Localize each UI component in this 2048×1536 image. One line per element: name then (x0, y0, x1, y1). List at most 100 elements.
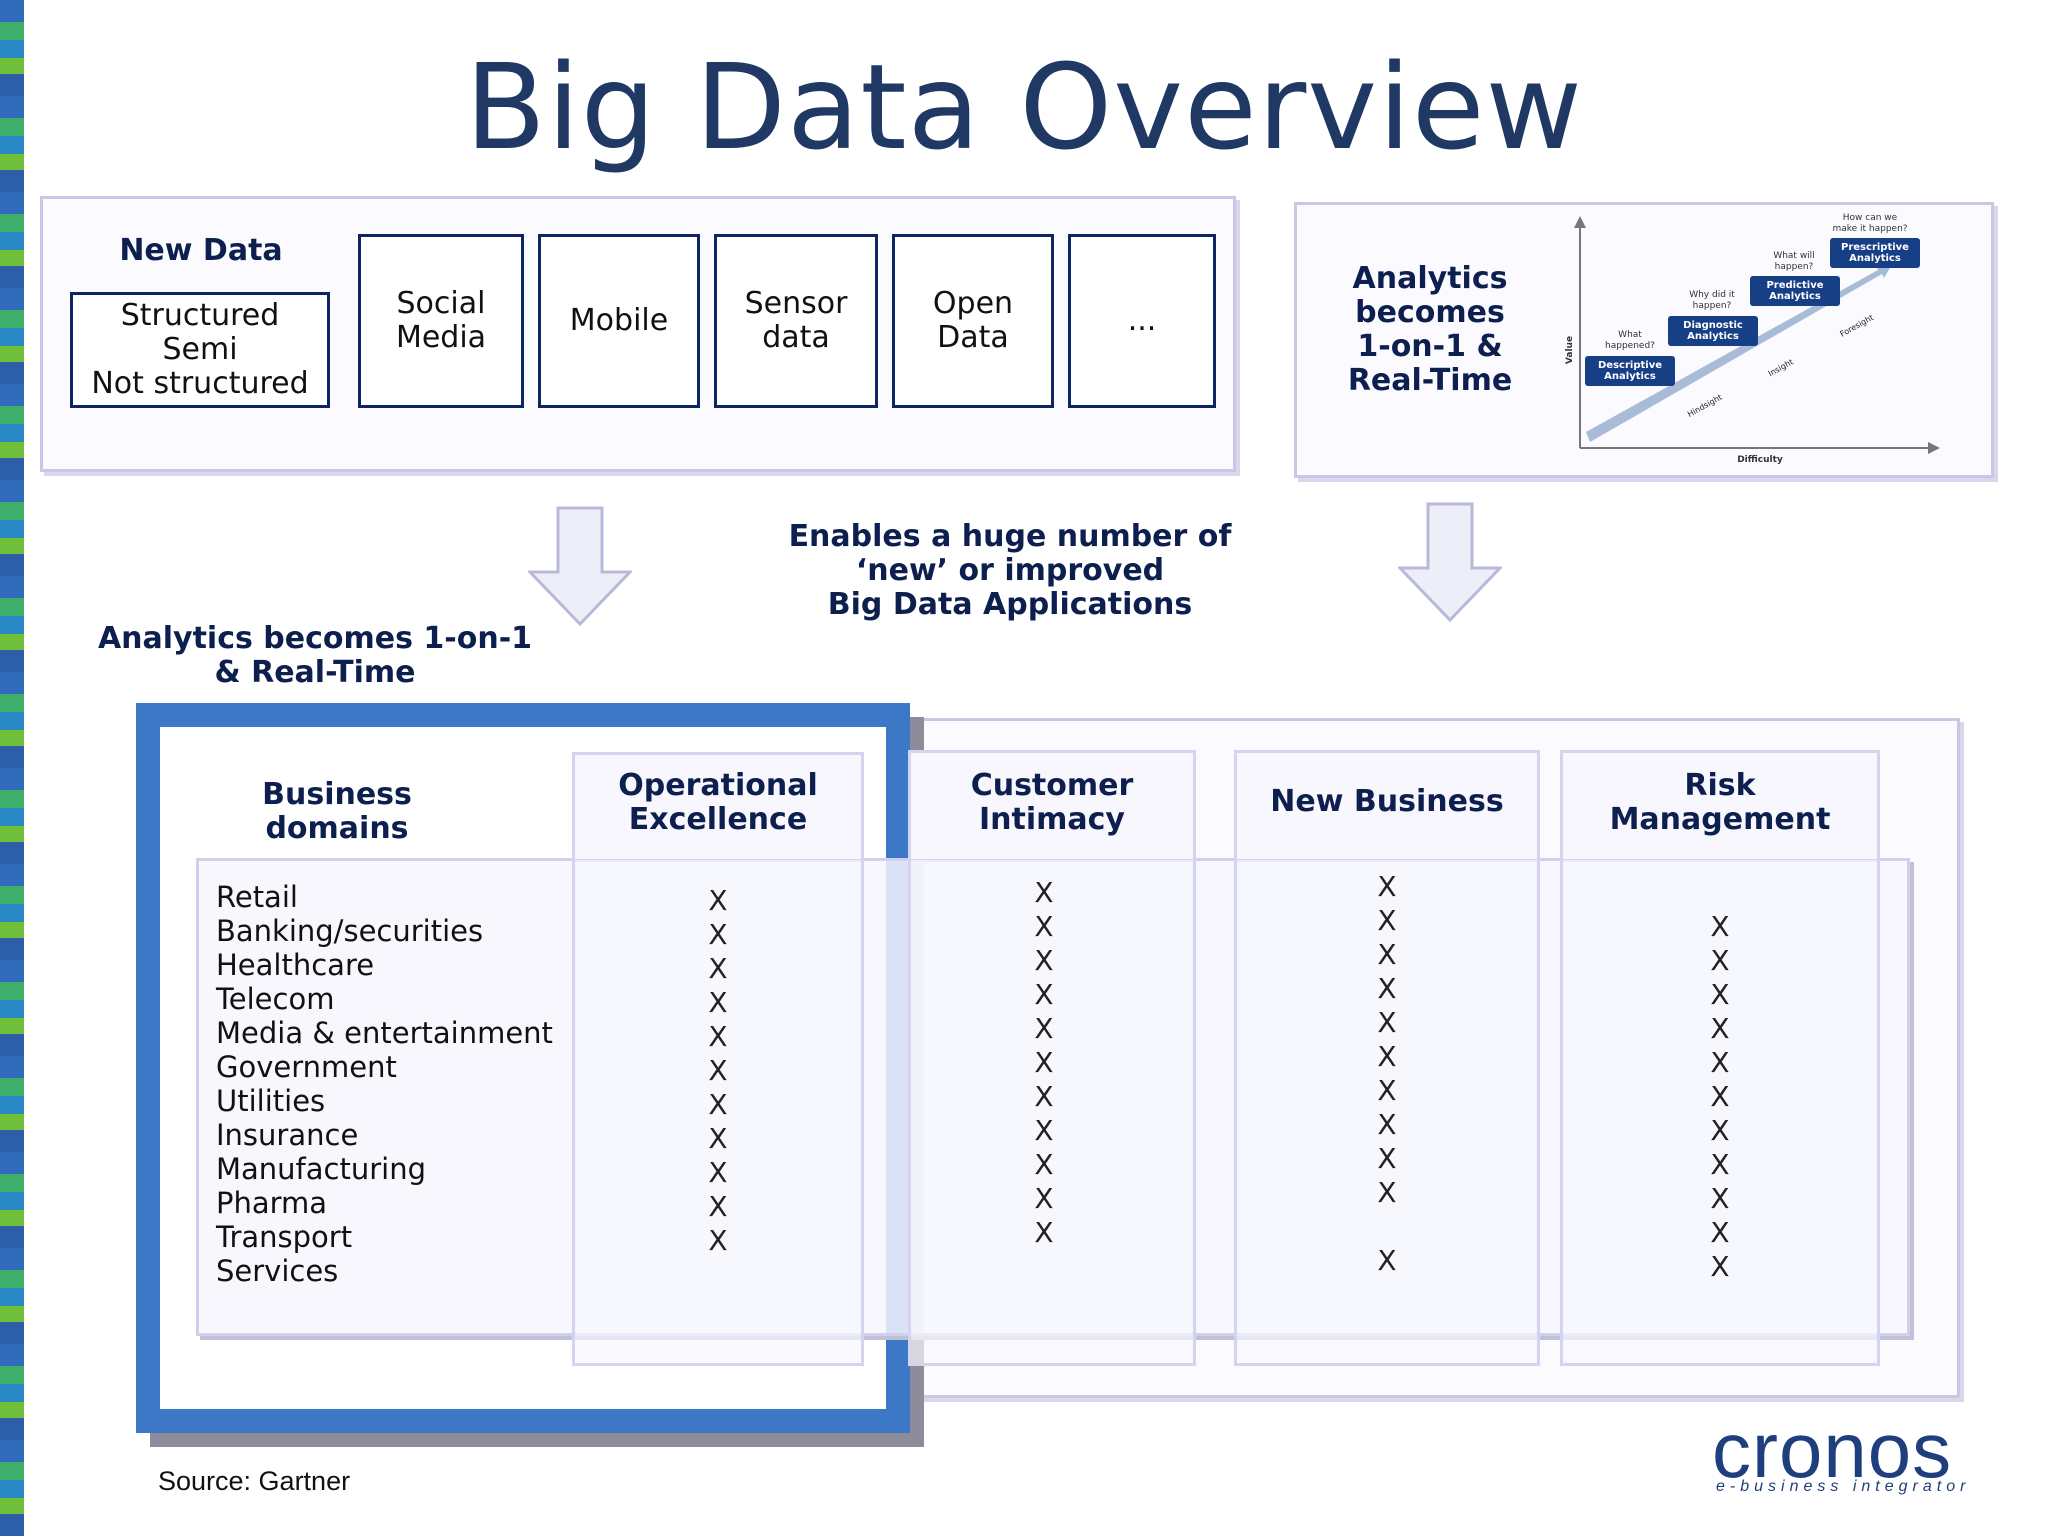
stage-pill-descriptive: Descriptive Analytics (1585, 356, 1675, 386)
chart-x-label: Difficulty (1737, 455, 1783, 465)
mark: X (1034, 1012, 1054, 1045)
mark: X (1034, 1216, 1054, 1249)
mark: X (708, 1088, 728, 1121)
arrow-word-hindsight: Hindsight (1686, 393, 1724, 419)
mark: X (708, 918, 728, 951)
marks-risk-management: X X X X X X X X X X X (1560, 876, 1880, 1284)
column-header-risk-management: Risk Management (1560, 750, 1880, 862)
source-box-sensor-data: Sensor data (714, 234, 878, 408)
mark: X (1377, 1006, 1397, 1039)
source-note: Source: Gartner (158, 1466, 351, 1496)
left-caption: Analytics becomes 1-on-1 & Real-Time (97, 621, 533, 690)
marks-operational-excellence: X X X X X X X X X X X (572, 884, 864, 1258)
mark: X (1034, 1046, 1054, 1079)
mark: X (1710, 1216, 1730, 1249)
mark: X (1710, 1046, 1730, 1079)
source-box-more: ... (1068, 234, 1216, 408)
mark: X (1377, 972, 1397, 1005)
column-header-label: Customer Intimacy (970, 768, 1134, 837)
mark: X (708, 952, 728, 985)
mark: X (708, 884, 728, 917)
source-label: ... (1127, 303, 1157, 338)
column-header-operational-excellence: Operational Excellence (572, 752, 864, 862)
domain-item: Pharma (216, 1186, 328, 1220)
stage-pill-diagnostic: Diagnostic Analytics (1668, 316, 1758, 346)
mark: X (1710, 1148, 1730, 1181)
column-body-operational-excellence (572, 860, 864, 1366)
mark: X (1034, 1148, 1054, 1181)
mark: X (1034, 978, 1054, 1011)
column-header-label: Risk Management (1609, 768, 1831, 837)
mark: X (1034, 876, 1054, 909)
structure-line: Not structured (91, 366, 309, 401)
domains-list: Retail Banking/securities Healthcare Tel… (216, 880, 553, 1288)
domain-item: Utilities (216, 1084, 326, 1118)
domain-item: Retail (216, 880, 298, 914)
domain-item: Transport (216, 1220, 353, 1254)
page-title: Big Data Overview (465, 38, 1583, 176)
mark: X (1710, 944, 1730, 977)
left-decorative-stripe (0, 0, 24, 1536)
structure-line: Structured (120, 298, 280, 333)
mark: X (1377, 1244, 1397, 1277)
column-body-risk-management (1560, 860, 1880, 1366)
source-label: Social Media (395, 286, 487, 355)
chart-y-axis-arrowhead (1574, 216, 1586, 228)
column-body-new-business (1234, 860, 1540, 1366)
mark: X (1377, 938, 1397, 971)
marks-customer-intimacy: X X X X X X X X X X X (908, 876, 1180, 1250)
source-label: Mobile (569, 303, 669, 338)
column-header-label: New Business (1270, 784, 1504, 819)
source-label: Open Data (932, 286, 1014, 355)
mark: X (1710, 910, 1730, 943)
domain-item: Insurance (216, 1118, 359, 1152)
mark: X (1034, 1080, 1054, 1113)
domain-item: Healthcare (216, 948, 375, 982)
mark: X (708, 1224, 728, 1257)
stage-pill-predictive: Predictive Analytics (1750, 276, 1840, 306)
mark: X (1710, 1250, 1730, 1283)
analytics-panel-text: Analytics becomes 1-on-1 & Real-Time (1347, 261, 1513, 398)
mark: X (708, 986, 728, 1019)
cronos-logo: cronos (1712, 1406, 1953, 1494)
mark: X (1034, 944, 1054, 977)
mark: X (708, 1190, 728, 1223)
column-header-label: Operational Excellence (618, 768, 818, 837)
domain-item: Telecom (216, 982, 335, 1016)
stage-question-prescriptive: How can we make it happen? (1832, 213, 1908, 234)
domain-item: Services (216, 1254, 339, 1288)
stage-question-diagnostic: Why did it happen? (1689, 290, 1735, 311)
source-label: Sensor data (744, 286, 848, 355)
source-box-open-data: Open Data (892, 234, 1054, 408)
mark (1560, 876, 1880, 910)
column-header-customer-intimacy: Customer Intimacy (908, 750, 1196, 862)
domain-item: Media & entertainment (216, 1016, 553, 1050)
arrow-word-foresight: Foresight (1838, 313, 1875, 339)
new-data-heading: New Data (119, 233, 283, 268)
cronos-logo-tagline: e-business integrator (1716, 1478, 1971, 1495)
source-box-social-media: Social Media (358, 234, 524, 408)
stage-question-predictive: What will happen? (1773, 251, 1815, 272)
domain-item: Government (216, 1050, 397, 1084)
data-structure-box: Structured Semi Not structured (70, 292, 330, 408)
mark: X (1377, 1074, 1397, 1107)
stage-pill-prescriptive: Prescriptive Analytics (1830, 238, 1920, 268)
mark: X (1034, 1182, 1054, 1215)
mark: X (708, 1156, 728, 1189)
mark: X (708, 1020, 728, 1053)
mark: X (1377, 1142, 1397, 1175)
source-box-mobile: Mobile (538, 234, 700, 408)
domain-item: Manufacturing (216, 1152, 426, 1186)
mark: X (1377, 1176, 1397, 1209)
mark: X (1710, 1114, 1730, 1147)
mark: X (708, 1054, 728, 1087)
mark: X (1710, 978, 1730, 1011)
down-arrow-left (528, 506, 632, 626)
mark: X (1034, 1114, 1054, 1147)
mark: X (708, 1122, 728, 1155)
row-header-business-domains: Business domains (262, 777, 412, 846)
mark: X (1710, 1182, 1730, 1215)
mark: X (1377, 1040, 1397, 1073)
chart-y-label: Value (1565, 336, 1575, 364)
chart-x-axis-arrowhead (1928, 442, 1940, 454)
